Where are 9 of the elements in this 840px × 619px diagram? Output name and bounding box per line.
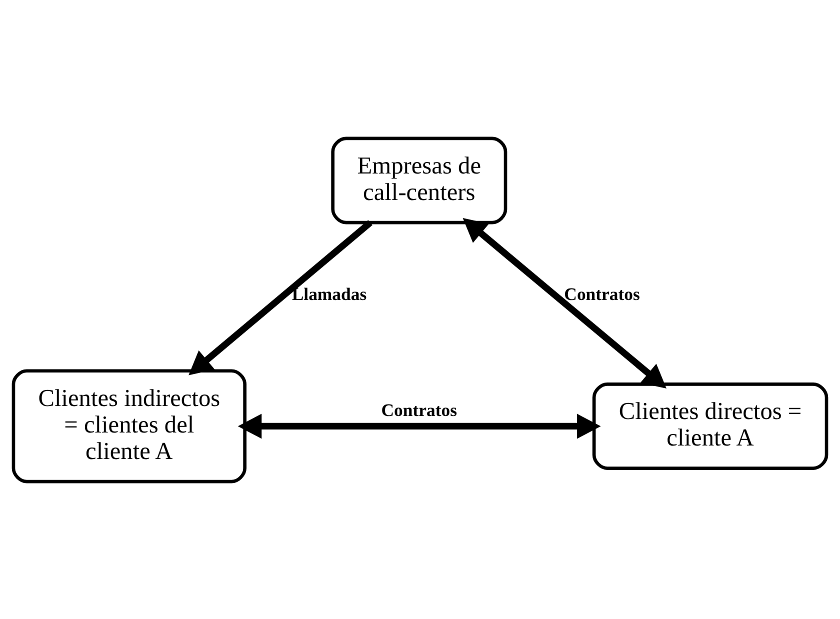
- node-box: Empresas de call-centers: [331, 136, 508, 224]
- arrow: [238, 413, 601, 438]
- edge-label: Contratos: [564, 283, 640, 304]
- arrow: [462, 218, 666, 388]
- node-box: Clientes indirectos = clientes del cliente A: [12, 368, 246, 483]
- arrow: [188, 220, 372, 375]
- edge-label: Contratos: [381, 400, 457, 420]
- edge-label: Llamadas: [292, 283, 367, 304]
- node-box: Clientes directos = cliente A: [592, 382, 828, 470]
